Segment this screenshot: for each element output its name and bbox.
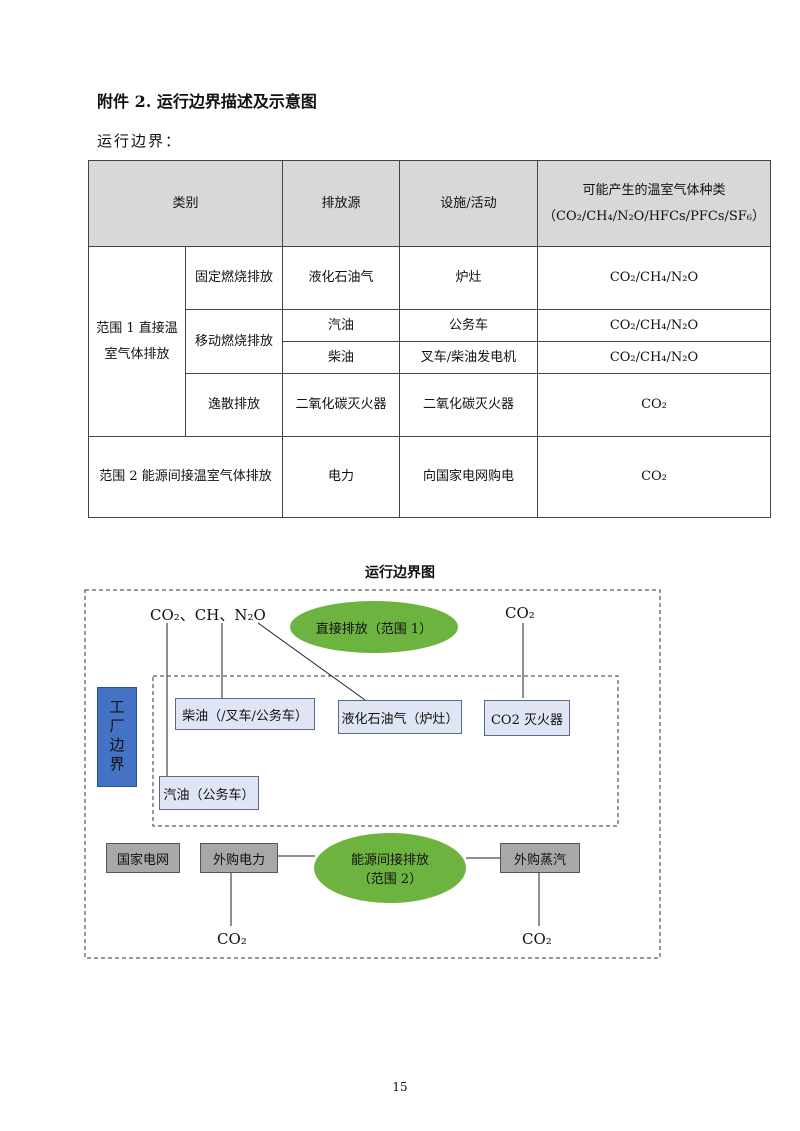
row-gas: CO₂/CH₄/N₂O [537,309,771,342]
gases-label-top-left: CO₂、CH、N₂O [150,606,266,624]
header-gas-type: 可能产生的温室气体种类 （CO₂/CH₄/N₂O/HFCs/PFCs/SF₆） [537,160,771,247]
gasoline-box: 汽油（公务车） [159,776,259,810]
boundary-table: 类别 排放源 设施/活动 可能产生的温室气体种类 （CO₂/CH₄/N₂O/HF… [88,160,771,518]
buy-power-box: 外购电力 [200,843,278,873]
indirect-line-2: （范围 2） [357,872,423,887]
row-subcategory: 逸散排放 [185,373,283,437]
row-facility: 公务车 [399,309,538,342]
row-source: 汽油 [282,309,400,342]
co2-label-top-right: CO₂ [505,604,535,622]
table-row: 范围 1 直接温室气体排放 固定燃烧排放 液化石油气 炉灶 CO₂/CH₄/N₂… [88,246,771,437]
row-facility: 二氧化碳灭火器 [399,373,538,437]
diagram-title: 运行边界图 [365,565,435,581]
extinguisher-box: CO2 灭火器 [484,700,570,736]
row-source: 二氧化碳灭火器 [282,373,400,437]
connector-lpg [257,622,366,701]
row-facility: 向国家电网购电 [399,436,538,518]
outer-boundary [84,589,661,959]
row-source: 电力 [282,436,400,518]
header-category: 类别 [88,160,283,247]
page-heading: 附件 2. 运行边界描述及示意图 [97,92,317,111]
direct-emission-ellipse: 直接排放（范围 1） [290,601,458,653]
grid-box: 国家电网 [106,843,180,873]
indirect-emission-ellipse: 能源间接排放 （范围 2） [314,833,466,903]
diesel-box: 柴油（/叉车/公务车） [175,698,315,730]
row-gas: CO₂/CH₄/N₂O [537,246,771,310]
factory-boundary-label: 工厂边界 [97,687,137,787]
header-gas-title: 可能产生的温室气体种类 [582,182,726,198]
table-row: 逸散排放 二氧化碳灭火器 二氧化碳灭火器 CO₂ [89,373,771,437]
table-header-row: 类别 排放源 设施/活动 可能产生的温室气体种类 （CO₂/CH₄/N₂O/HF… [88,160,771,247]
co2-label-bottom-right: CO₂ [522,930,552,948]
table-row: 范围 2 能源间接温室气体排放 电力 向国家电网购电 CO₂ [88,436,771,518]
buy-steam-box: 外购蒸汽 [500,843,580,873]
section-subheading: 运行边界： [97,132,183,150]
scope2-cell: 范围 2 能源间接温室气体排放 [88,436,283,518]
table-row: 移动燃烧排放 汽油 公务车 CO₂/CH₄/N₂O [89,309,771,374]
lpg-box: 液化石油气（炉灶） [338,700,462,734]
header-facility: 设施/活动 [399,160,538,247]
co2-label-bottom-left: CO₂ [217,930,247,948]
row-subcategory: 移动燃烧排放 [185,309,283,374]
header-gas-list: （CO₂/CH₄/N₂O/HFCs/PFCs/SF₆） [543,208,765,224]
page-number: 15 [392,1080,408,1094]
header-source: 排放源 [282,160,400,247]
indirect-line-1: 能源间接排放 [350,853,429,868]
inner-boundary [152,675,619,827]
row-source: 液化石油气 [282,246,400,310]
row-gas: CO₂ [537,373,771,437]
row-gas: CO₂ [537,436,771,518]
scope1-cell: 范围 1 直接温室气体排放 [88,246,186,437]
